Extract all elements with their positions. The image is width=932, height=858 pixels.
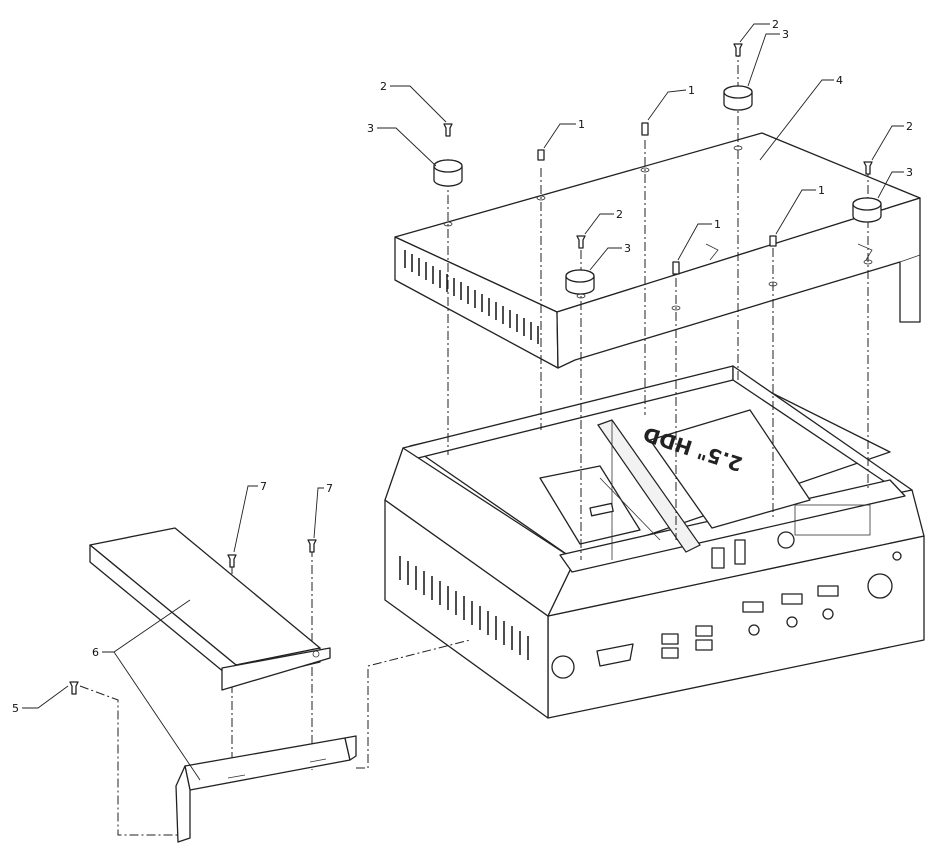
callout-1: 1 [714, 218, 721, 231]
callout-2: 2 [380, 80, 387, 93]
rubber-foot [565, 269, 595, 295]
chassis: 2.5" HDD [384, 365, 925, 719]
callout-labels: 2 3 1 1 2 3 4 2 3 2 3 1 1 7 7 5 6 [12, 18, 913, 715]
callout-1: 1 [818, 184, 825, 197]
callout-3: 3 [782, 28, 789, 41]
chassis-grille [794, 504, 871, 536]
callout-leaders [22, 23, 904, 781]
callout-2: 2 [616, 208, 623, 221]
cover-vent-slots [404, 250, 539, 344]
fasteners [69, 43, 882, 695]
callout-3: 3 [367, 122, 374, 135]
callout-2: 2 [906, 120, 913, 133]
rubber-foot [852, 197, 882, 223]
front-io-ports [551, 551, 902, 679]
callout-3: 3 [906, 166, 913, 179]
expansion-module [89, 527, 331, 691]
callout-7: 7 [326, 482, 333, 495]
top-cover [394, 132, 921, 369]
rubber-foot [433, 159, 463, 187]
callout-4: 4 [836, 74, 843, 87]
assembly-lines [79, 48, 869, 836]
callout-1: 1 [688, 84, 695, 97]
callout-2: 2 [772, 18, 779, 31]
callout-6: 6 [92, 646, 99, 659]
chassis-vent-slots [399, 556, 529, 660]
pci-bracket [175, 735, 357, 843]
callout-3: 3 [624, 242, 631, 255]
callout-7: 7 [260, 480, 267, 493]
callout-5: 5 [12, 702, 19, 715]
rubber-foot [723, 85, 753, 111]
callout-1: 1 [578, 118, 585, 131]
